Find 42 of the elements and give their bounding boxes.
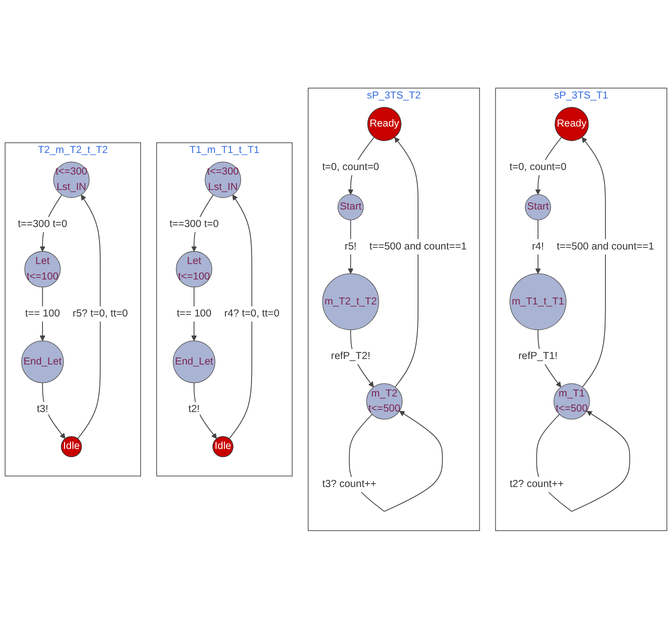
arrow	[582, 137, 606, 388]
node-circle: m_T2_t_T2	[322, 273, 380, 330]
arrow	[348, 220, 354, 274]
arrow	[194, 382, 217, 440]
edge-label: refP_T1!	[518, 351, 558, 362]
node-circle: t<=300 Lst_IN	[53, 162, 90, 198]
edge-label: refP_T2!	[331, 351, 370, 362]
node-circle: End_Let	[21, 340, 64, 384]
edge-label: t==300 t=0	[169, 218, 219, 230]
edge-label: t2!	[188, 404, 200, 415]
edge-label: t=0, count=0	[322, 162, 380, 173]
node-circle: Let t<=100	[176, 251, 212, 288]
arrow	[42, 382, 66, 440]
edge-label: t==500 and count==1	[556, 241, 654, 252]
edge-label: t3? count++	[322, 478, 376, 490]
edge-label: r4? t=0, tt=0	[224, 308, 280, 320]
node-circle: Ready	[367, 107, 402, 142]
node-circle: End_Let	[172, 340, 216, 384]
edge-label: t==500 and count==1	[369, 241, 467, 252]
edge-label: t2? count++	[510, 478, 564, 490]
node-circle: Idle	[212, 436, 234, 458]
edge-label: t== 100	[25, 308, 60, 320]
node-circle: m_T1 t<=500	[554, 383, 590, 420]
arrow	[535, 220, 541, 274]
edge-label: t== 100	[176, 308, 212, 320]
edge-label: t3!	[36, 404, 48, 415]
node-circle: m_T1_t_T1	[510, 273, 566, 330]
node-circle: Start	[524, 194, 552, 220]
edge-label: r5? t=0, tt=0	[72, 308, 128, 320]
edge-label: t==300 t=0	[18, 218, 68, 230]
edge-label: t=0, count=0	[510, 162, 566, 173]
node-circle: t<=300 Lst_IN	[204, 162, 242, 198]
arrow	[77, 194, 101, 440]
edge-label: r4!	[532, 241, 544, 252]
node-circle: m_T2 t<=500	[366, 383, 403, 420]
node-circle: Idle	[60, 436, 82, 458]
arrow	[228, 194, 252, 440]
edge-label: r5!	[344, 241, 357, 252]
node-circle: Start	[338, 194, 364, 220]
arrow	[394, 137, 418, 388]
node-circle: Ready	[554, 107, 589, 142]
node-circle: Let t<=100	[24, 251, 61, 288]
